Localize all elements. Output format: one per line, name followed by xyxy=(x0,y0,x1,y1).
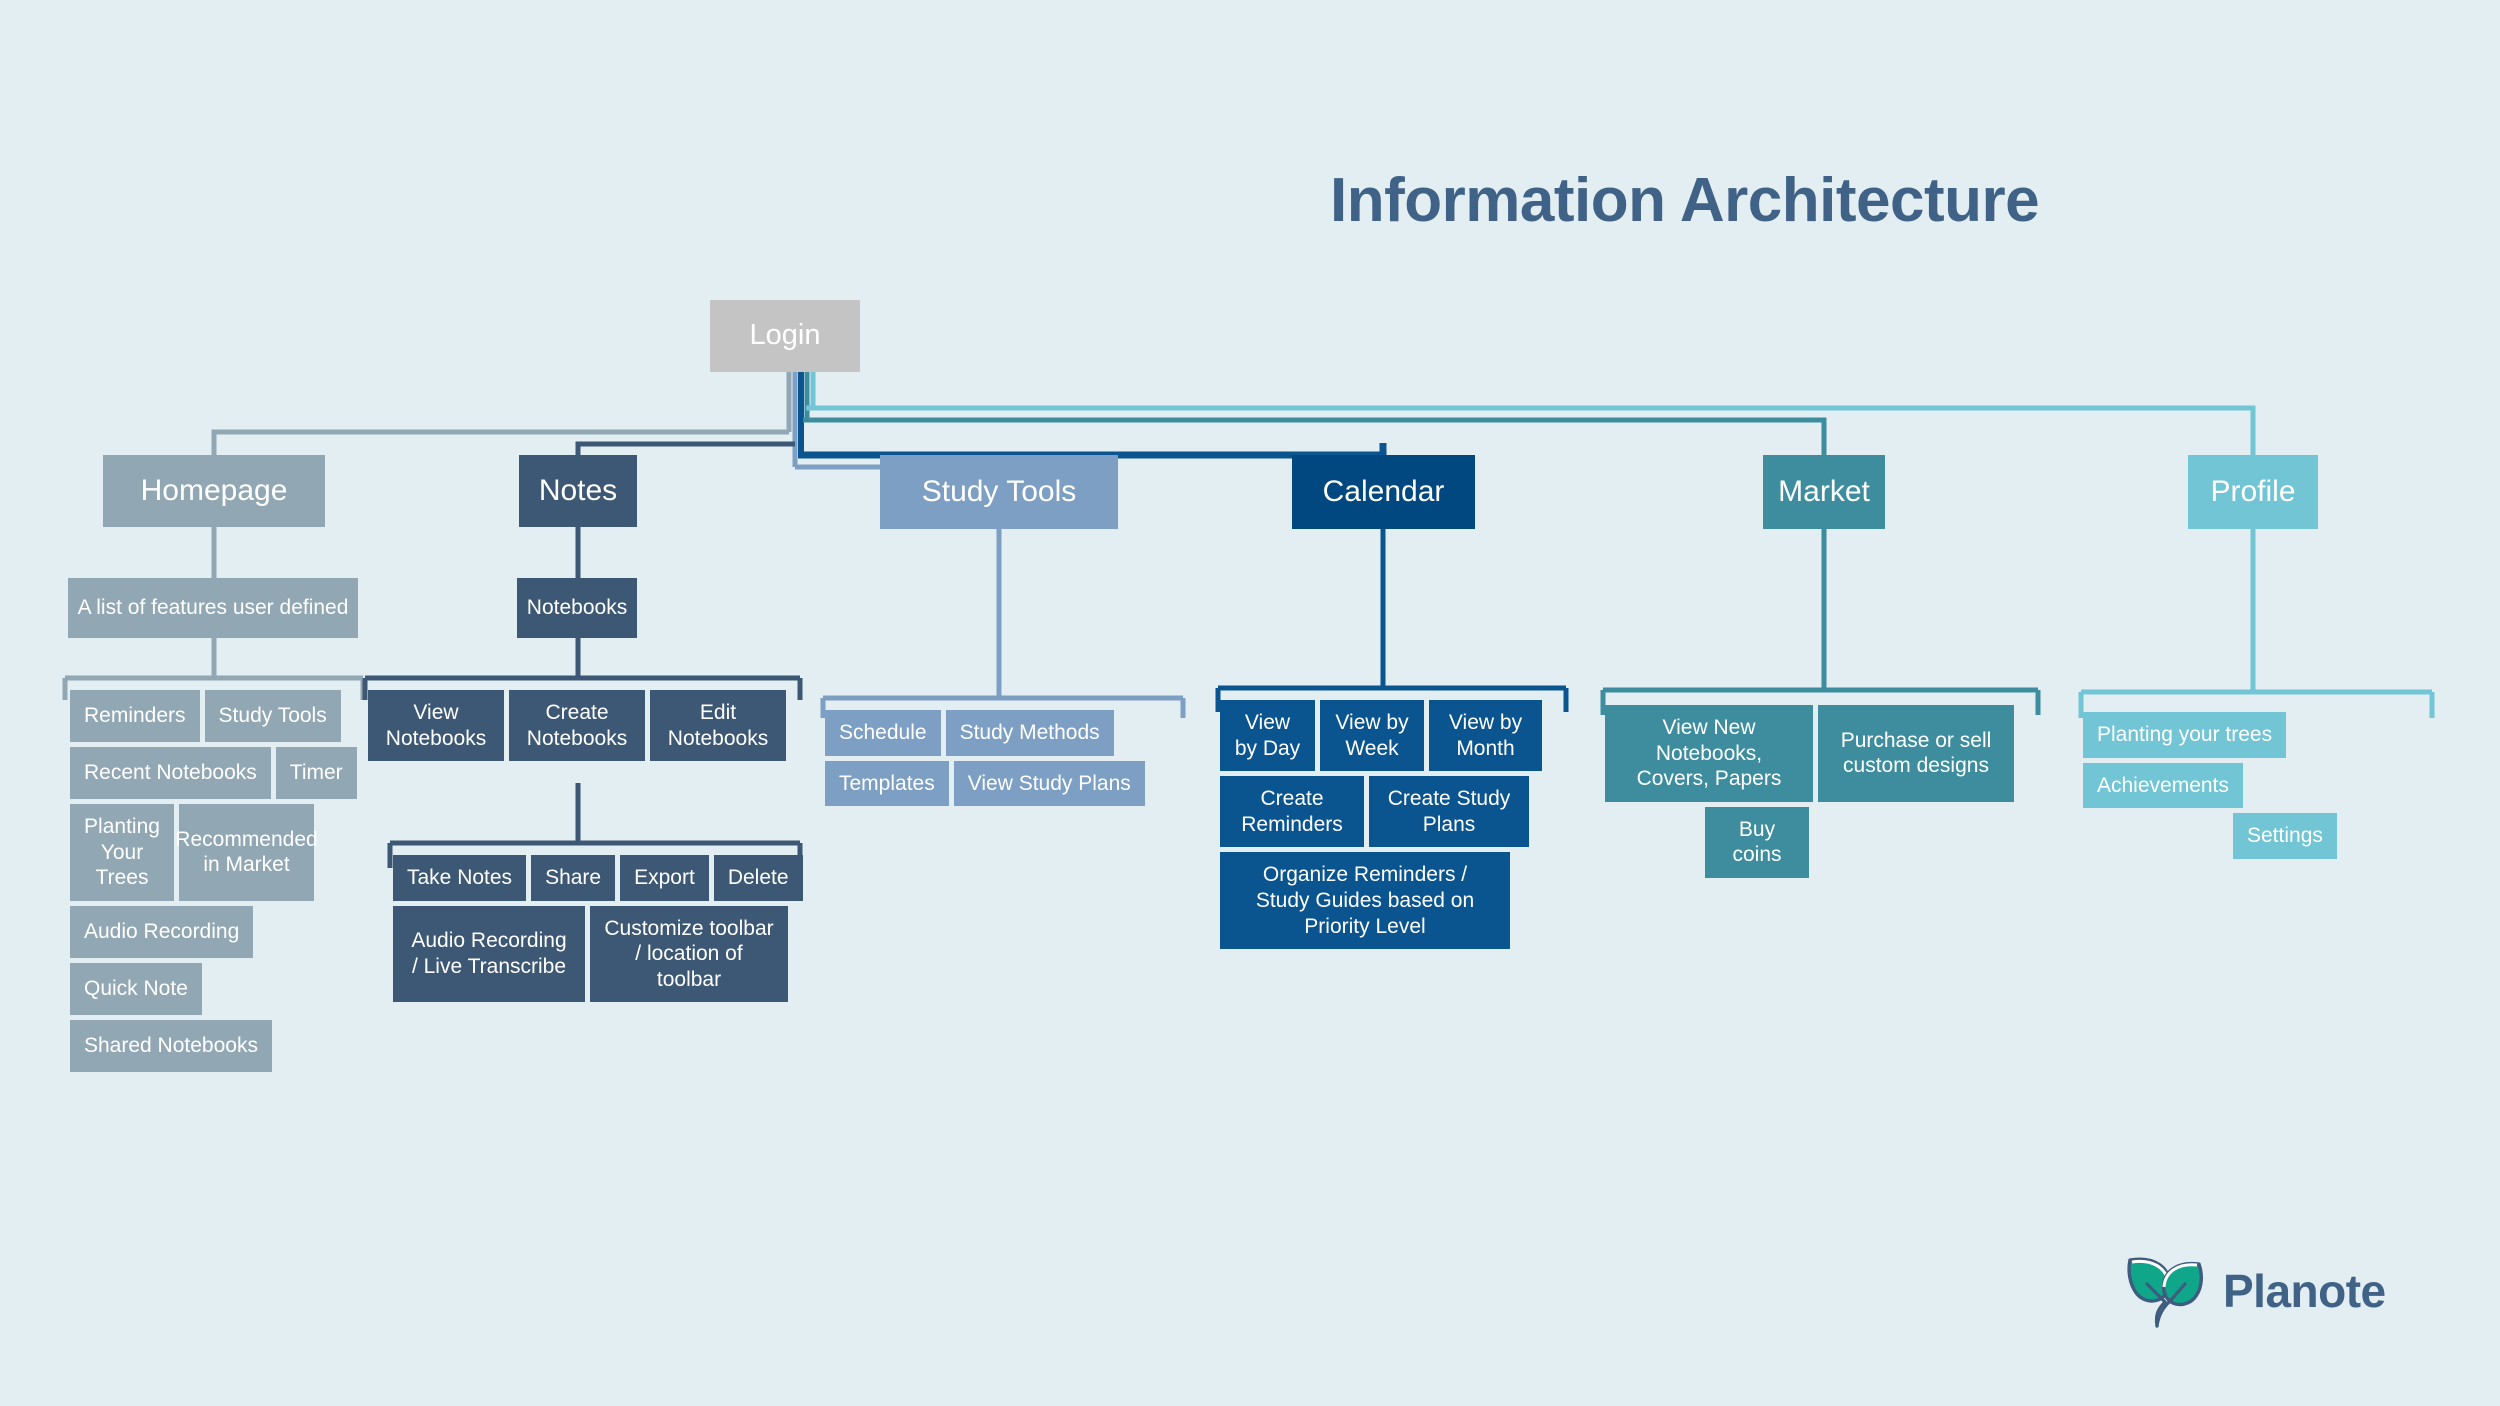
leaf-node[interactable]: Planting your trees xyxy=(2083,712,2287,758)
leaf-node[interactable]: Export xyxy=(620,855,709,901)
leaf-node[interactable]: Create Study Plans xyxy=(1369,776,1529,848)
leaf-node[interactable]: Delete xyxy=(713,855,803,901)
node-notes[interactable]: Notes xyxy=(519,455,637,527)
node-study-tools[interactable]: Study Tools xyxy=(880,455,1118,529)
cluster-profile: Planting your trees Achievements Setting… xyxy=(2083,712,2433,859)
leaf-node[interactable]: Customize toolbar / location of toolbar xyxy=(590,905,788,1003)
leaf-node[interactable]: Study Tools xyxy=(204,690,341,742)
node-login[interactable]: Login xyxy=(710,300,860,372)
node-features-list[interactable]: A list of features user defined xyxy=(68,578,358,638)
leaf-node[interactable]: Recent Notebooks xyxy=(70,747,271,799)
node-calendar[interactable]: Calendar xyxy=(1292,455,1475,529)
leaf-node[interactable]: Shared Notebooks xyxy=(70,1019,272,1072)
node-homepage[interactable]: Homepage xyxy=(103,455,325,527)
leaf-node[interactable]: View by Day xyxy=(1220,700,1315,772)
leaf-node[interactable]: Edit Notebooks xyxy=(650,690,786,762)
leaf-icon xyxy=(2127,1257,2203,1328)
leaf-node[interactable]: Audio Recording xyxy=(70,905,254,958)
leaf-node[interactable]: Create Notebooks xyxy=(509,690,645,762)
leaf-node[interactable]: Planting Your Trees xyxy=(70,804,174,901)
leaf-node[interactable]: Study Methods xyxy=(945,710,1114,756)
cluster-market: View New Notebooks, Covers, Papers Purch… xyxy=(1605,705,2023,879)
leaf-node[interactable]: Reminders xyxy=(70,690,200,742)
planote-logo: Planote xyxy=(2125,1252,2386,1330)
leaf-node[interactable]: Templates xyxy=(825,760,949,807)
page-title: Information Architecture xyxy=(1330,166,2040,235)
leaf-node[interactable]: Create Reminders xyxy=(1220,776,1364,848)
leaf-node[interactable]: View by Month xyxy=(1429,700,1542,772)
leaf-node[interactable]: View Study Plans xyxy=(953,760,1145,807)
leaf-node[interactable]: Share xyxy=(531,855,616,901)
leaf-node[interactable]: Schedule xyxy=(825,710,941,756)
cluster-calendar: View by Day View by Week View by Month C… xyxy=(1220,700,1570,950)
cluster-study-tools: Schedule Study Methods Templates View St… xyxy=(825,710,1195,807)
leaf-node[interactable]: Achievements xyxy=(2083,762,2243,809)
node-profile[interactable]: Profile xyxy=(2188,455,2318,529)
leaf-node[interactable]: View by Week xyxy=(1320,700,1424,772)
leaf-node[interactable]: Buy coins xyxy=(1705,806,1809,879)
leaf-node[interactable]: Audio Recording / Live Transcribe xyxy=(393,905,585,1003)
cluster-notes-level4: Take Notes Share Export Delete Audio Rec… xyxy=(393,855,813,1003)
logo-wordmark: Planote xyxy=(2223,1265,2386,1317)
leaf-node[interactable]: Settings xyxy=(2233,813,2337,859)
leaf-node[interactable]: Quick Note xyxy=(70,962,202,1015)
leaf-node[interactable]: Recommended in Market xyxy=(175,804,318,901)
node-notebooks[interactable]: Notebooks xyxy=(517,578,637,638)
leaf-node[interactable]: Take Notes xyxy=(393,855,527,901)
leaf-node[interactable]: Timer xyxy=(275,747,357,799)
leaf-node[interactable]: Purchase or sell custom designs xyxy=(1818,705,2014,802)
leaf-node[interactable]: View Notebooks xyxy=(368,690,504,762)
node-market[interactable]: Market xyxy=(1763,455,1885,529)
cluster-homepage: Reminders Study Tools Recent Notebooks T… xyxy=(70,690,362,1072)
cluster-notes-level3: View Notebooks Create Notebooks Edit Not… xyxy=(368,690,808,762)
leaf-node[interactable]: Organize Reminders / Study Guides based … xyxy=(1220,852,1510,950)
leaf-node[interactable]: View New Notebooks, Covers, Papers xyxy=(1605,705,1813,802)
